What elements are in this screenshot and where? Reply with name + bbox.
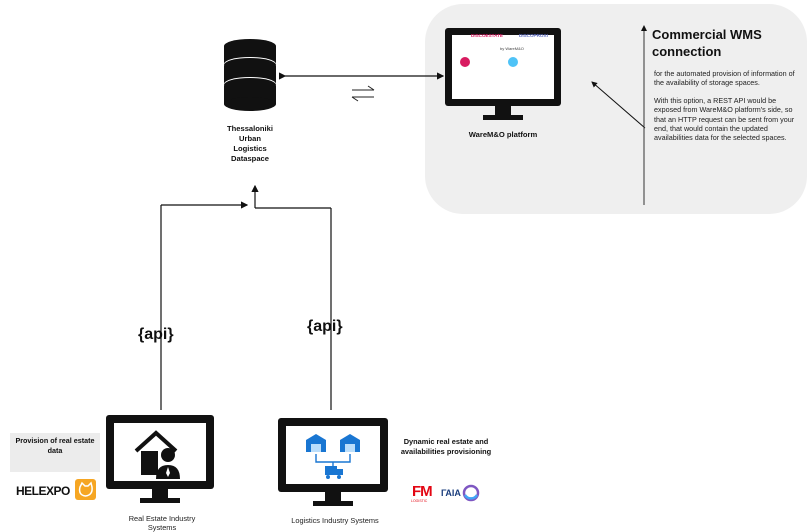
real-estate-monitor-icon: [106, 415, 214, 503]
gaia-ring-icon: [462, 484, 480, 502]
dataspace-label: Thessaloniki Urban Logistics Dataspace: [226, 124, 273, 163]
discoestate-logo-icon: [460, 57, 470, 67]
logistics-monitor-icon: [278, 418, 388, 506]
gaia-logo: ΓΑΙΑ: [441, 488, 461, 498]
wareimo-sub-logo: by WareM&O: [500, 46, 524, 51]
discoproxi-logo-icon: [508, 57, 518, 67]
helexpo-cat-icon: [75, 479, 96, 500]
warehouse-truck-icon: [306, 434, 360, 479]
fm-logistic-logo: FM: [412, 483, 433, 500]
wms-title: Commercial WMS connection: [652, 27, 762, 59]
house-user-icon: [134, 430, 180, 479]
database-icon: [224, 39, 276, 111]
wms-para-1: for the automated provision of informati…: [654, 69, 795, 88]
discoproxi-logo: DISCOPROXI: [519, 33, 548, 38]
discoestate-logo: DISCOESTATE: [471, 33, 503, 38]
real-estate-label: Real Estate Industry Systems: [128, 514, 196, 532]
wms-to-platform-arrow: [591, 81, 646, 129]
platform-label: WareM&O platform: [468, 130, 538, 139]
api-label-right: {api}: [307, 318, 343, 335]
fm-logistic-sub: LOGISTIC: [411, 499, 428, 503]
platform-monitor-icon: [445, 28, 561, 120]
logistics-label: Logistics Industry Systems: [291, 516, 379, 525]
wms-para-2: With this option, a REST API would be ex…: [654, 95, 795, 143]
wms-description: for the automated provision of informati…: [654, 69, 804, 151]
helexpo-logo: HELEXPO: [16, 484, 70, 498]
exchange-icon: [351, 85, 375, 102]
logistics-note: Dynamic real estate and availabilities p…: [400, 437, 492, 456]
api-label-left: {api}: [138, 326, 174, 343]
real-estate-note: Provision of real estate data: [10, 433, 100, 472]
